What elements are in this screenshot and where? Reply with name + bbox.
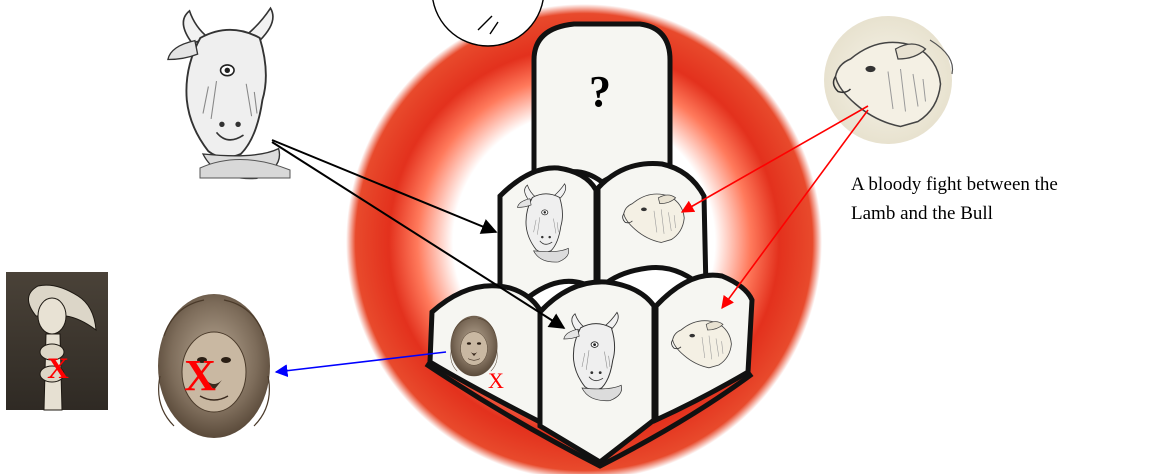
lamb-engraving bbox=[824, 16, 953, 144]
cross-mark-large: X bbox=[184, 351, 216, 400]
eagle-statue bbox=[6, 272, 108, 410]
caption-line-1: A bloody fight between the bbox=[851, 170, 1151, 199]
question-mark: ? bbox=[589, 67, 611, 116]
caption: A bloody fight between the Lamb and the … bbox=[851, 170, 1151, 228]
bull-engraving bbox=[160, 8, 308, 180]
caption-line-2: Lamb and the Bull bbox=[851, 199, 1151, 228]
cross-mark-small: X bbox=[488, 368, 504, 393]
cross-mark-eagle: X bbox=[47, 352, 69, 385]
